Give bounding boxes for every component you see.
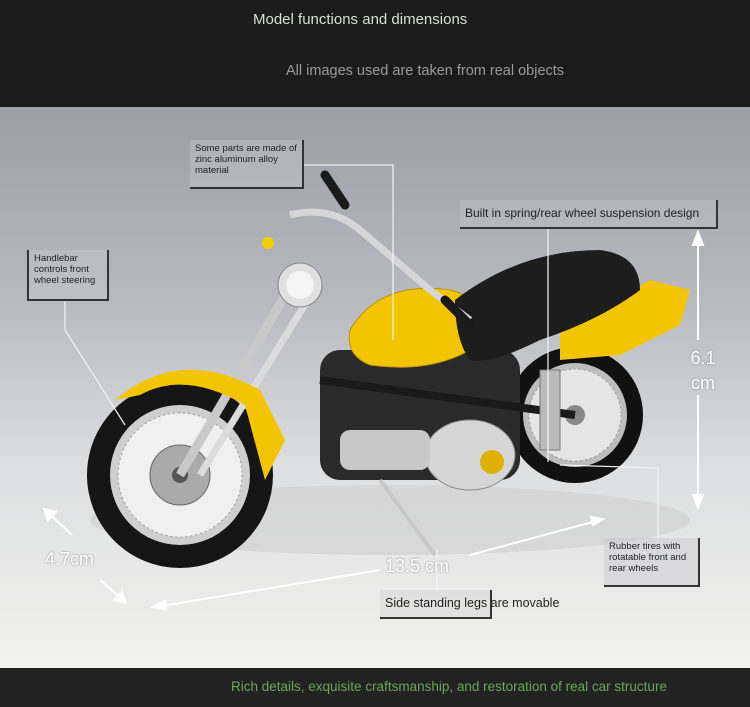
front-fork (176, 267, 304, 478)
footer-band: Rich details, exquisite craftsmanship, a… (0, 668, 750, 707)
length-dimension: 13.5 cm (385, 556, 450, 576)
kickstand (378, 478, 437, 557)
handlebar (289, 208, 473, 323)
width-dimension: 4.7cm (45, 549, 95, 569)
header-band: Model functions and dimensions All image… (0, 0, 750, 107)
engine (320, 350, 520, 491)
right-grip (440, 295, 475, 330)
front-fork-right (197, 278, 323, 477)
annotation-material: Some parts are made of zinc aluminum all… (190, 140, 304, 189)
annotation-suspension: Built in spring/rear wheel suspension de… (460, 200, 718, 229)
annotation-tires: Rubber tires with rotatable front and re… (604, 538, 700, 587)
dimension-arrows (42, 229, 705, 611)
rear-spring (539, 369, 561, 451)
turn-signal (262, 237, 274, 249)
headlight-lens (286, 271, 314, 299)
height-dimension: 6.1 cm (690, 348, 716, 393)
page-title: Model functions and dimensions (253, 11, 468, 28)
frame (319, 376, 576, 419)
left-grip (320, 170, 350, 210)
annotation-handlebar: Handlebar controls front wheel steering (27, 250, 109, 301)
annotation-stand: Side standing legs are movable (380, 590, 559, 619)
footer-text: Rich details, exquisite craftsmanship, a… (231, 679, 667, 694)
rear-fender (560, 280, 690, 360)
leader-lines (64, 164, 659, 590)
page-subtitle: All images used are taken from real obje… (286, 63, 565, 79)
front-fender (115, 369, 285, 480)
